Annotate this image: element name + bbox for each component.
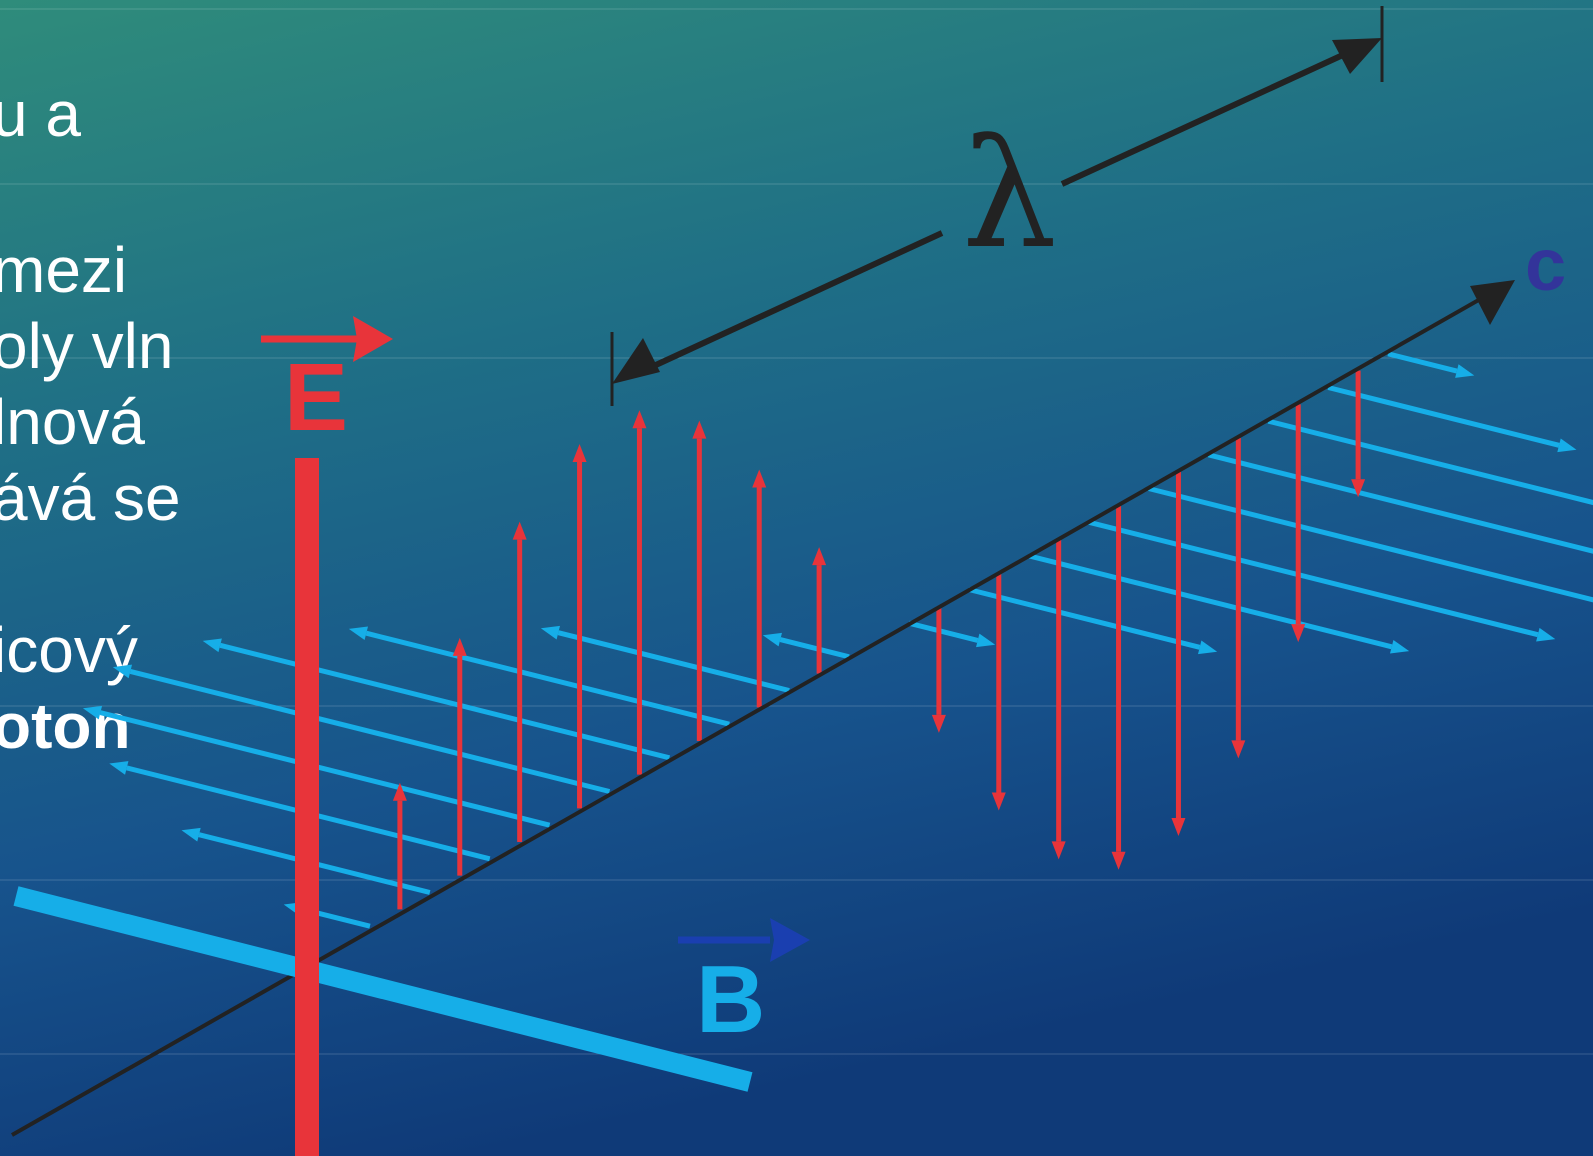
slide-text-line-2: mezi bbox=[0, 234, 128, 306]
magnetic-field-arrow bbox=[82, 705, 551, 828]
electric-field-arrow bbox=[692, 420, 707, 741]
magnetic-field-arrow bbox=[348, 626, 730, 727]
magnetic-field-arrow bbox=[1267, 418, 1593, 506]
electric-field-arrow bbox=[392, 782, 407, 910]
electric-field-arrow bbox=[1351, 370, 1366, 498]
slide-text-line-1: u a bbox=[0, 78, 81, 150]
electric-field-arrow bbox=[931, 606, 946, 733]
e-label: E bbox=[284, 344, 348, 451]
e-axis-bar bbox=[295, 458, 319, 1156]
slide-text-line-7: oton bbox=[0, 690, 131, 762]
electric-field-arrow bbox=[991, 572, 1006, 811]
electric-field-arrow bbox=[1111, 505, 1126, 870]
magnetic-field-arrow bbox=[1028, 553, 1410, 654]
electric-field-arrow bbox=[1231, 438, 1246, 759]
electric-field-arrow bbox=[1291, 404, 1306, 643]
b-vector-label: B bbox=[678, 918, 810, 1053]
b-label: B bbox=[696, 946, 765, 1053]
magnetic-field-arrow bbox=[112, 664, 611, 794]
propagation-axis bbox=[11, 283, 1506, 1137]
magnetic-field-vectors bbox=[82, 351, 1593, 929]
e-vector-label: E bbox=[261, 316, 393, 451]
electric-field-arrow bbox=[452, 637, 467, 876]
wavelength-label: λ bbox=[962, 108, 1057, 282]
magnetic-field-arrow bbox=[908, 620, 996, 648]
speed-label: c bbox=[1525, 223, 1566, 306]
magnetic-field-arrow bbox=[1088, 519, 1556, 642]
electric-field-arrow bbox=[512, 521, 527, 842]
b-axis-bar bbox=[13, 886, 753, 1092]
magnetic-field-arrow bbox=[1327, 385, 1577, 453]
magnetic-field-arrow bbox=[1147, 486, 1593, 603]
electric-field-arrow bbox=[632, 410, 647, 775]
slide-text-line-4: lnová bbox=[0, 386, 145, 458]
magnetic-field-arrow bbox=[762, 632, 850, 660]
slide-text-line-6: icový bbox=[0, 614, 138, 686]
electric-field-vectors bbox=[392, 370, 1366, 910]
electric-field-arrow bbox=[1051, 539, 1066, 860]
magnetic-field-arrow bbox=[540, 625, 790, 693]
slide-text-line-3: oly vln bbox=[0, 310, 174, 382]
wavelength-dimension: λ bbox=[610, 6, 1384, 406]
electric-field-arrow bbox=[1171, 471, 1186, 837]
magnetic-field-arrow bbox=[968, 587, 1218, 655]
slide-text-line-5: ává se bbox=[0, 462, 181, 534]
magnetic-field-arrow bbox=[202, 638, 670, 761]
electric-field-arrow bbox=[812, 547, 827, 674]
magnetic-field-arrow bbox=[1207, 452, 1593, 554]
propagation-arrowhead bbox=[1470, 280, 1515, 325]
magnetic-field-arrow bbox=[1387, 351, 1475, 378]
electric-field-arrow bbox=[572, 443, 587, 809]
electric-field-arrow bbox=[752, 469, 767, 708]
